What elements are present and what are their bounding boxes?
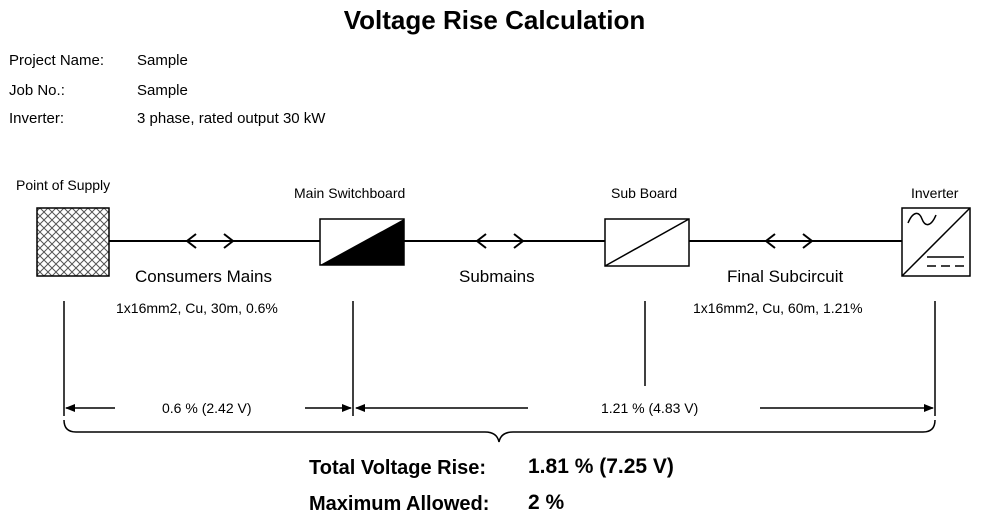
- consumers-mains-spec: 1x16mm2, Cu, 30m, 0.6%: [116, 300, 278, 316]
- voltage-drop-first: 0.6 % (2.42 V): [162, 400, 252, 416]
- consumers-mains-label: Consumers Mains: [135, 267, 272, 286]
- maximum-allowed-label: Maximum Allowed:: [309, 493, 490, 515]
- main-switchboard-symbol: [319, 218, 405, 266]
- inverter-value: 3 phase, rated output 30 kW: [137, 110, 326, 127]
- total-voltage-rise-value: 1.81 % (7.25 V): [528, 455, 674, 478]
- point-of-supply-symbol: [36, 207, 110, 277]
- total-voltage-rise-label: Total Voltage Rise:: [309, 457, 487, 479]
- bidirectional-arrow-icon: [764, 233, 814, 249]
- voltage-drop-second: 1.21 % (4.83 V): [601, 400, 699, 416]
- sub-board-symbol: [604, 218, 690, 267]
- point-of-supply-label: Point of Supply: [16, 177, 111, 193]
- final-subcircuit-label: Final Subcircuit: [727, 267, 844, 286]
- job-number-label: Job No.:: [9, 82, 65, 99]
- submains-label: Submains: [459, 267, 535, 286]
- job-number-value: Sample: [137, 82, 188, 99]
- page-title: Voltage Rise Calculation: [343, 5, 646, 35]
- maximum-allowed-value: 2 %: [528, 491, 565, 514]
- bidirectional-arrow-icon: [475, 233, 525, 249]
- inverter-label: Inverter: [911, 185, 959, 201]
- main-switchboard-label: Main Switchboard: [294, 185, 406, 201]
- bidirectional-arrow-icon: [185, 233, 235, 249]
- ac-wave-icon: [907, 212, 937, 226]
- project-name-label: Project Name:: [9, 52, 105, 69]
- final-subcircuit-spec: 1x16mm2, Cu, 60m, 1.21%: [693, 300, 863, 316]
- inverter-symbol: [901, 207, 971, 277]
- project-name-value: Sample: [137, 52, 188, 69]
- sub-board-label: Sub Board: [611, 185, 678, 201]
- inverter-label: Inverter:: [9, 110, 65, 127]
- total-span-brace: [63, 419, 936, 443]
